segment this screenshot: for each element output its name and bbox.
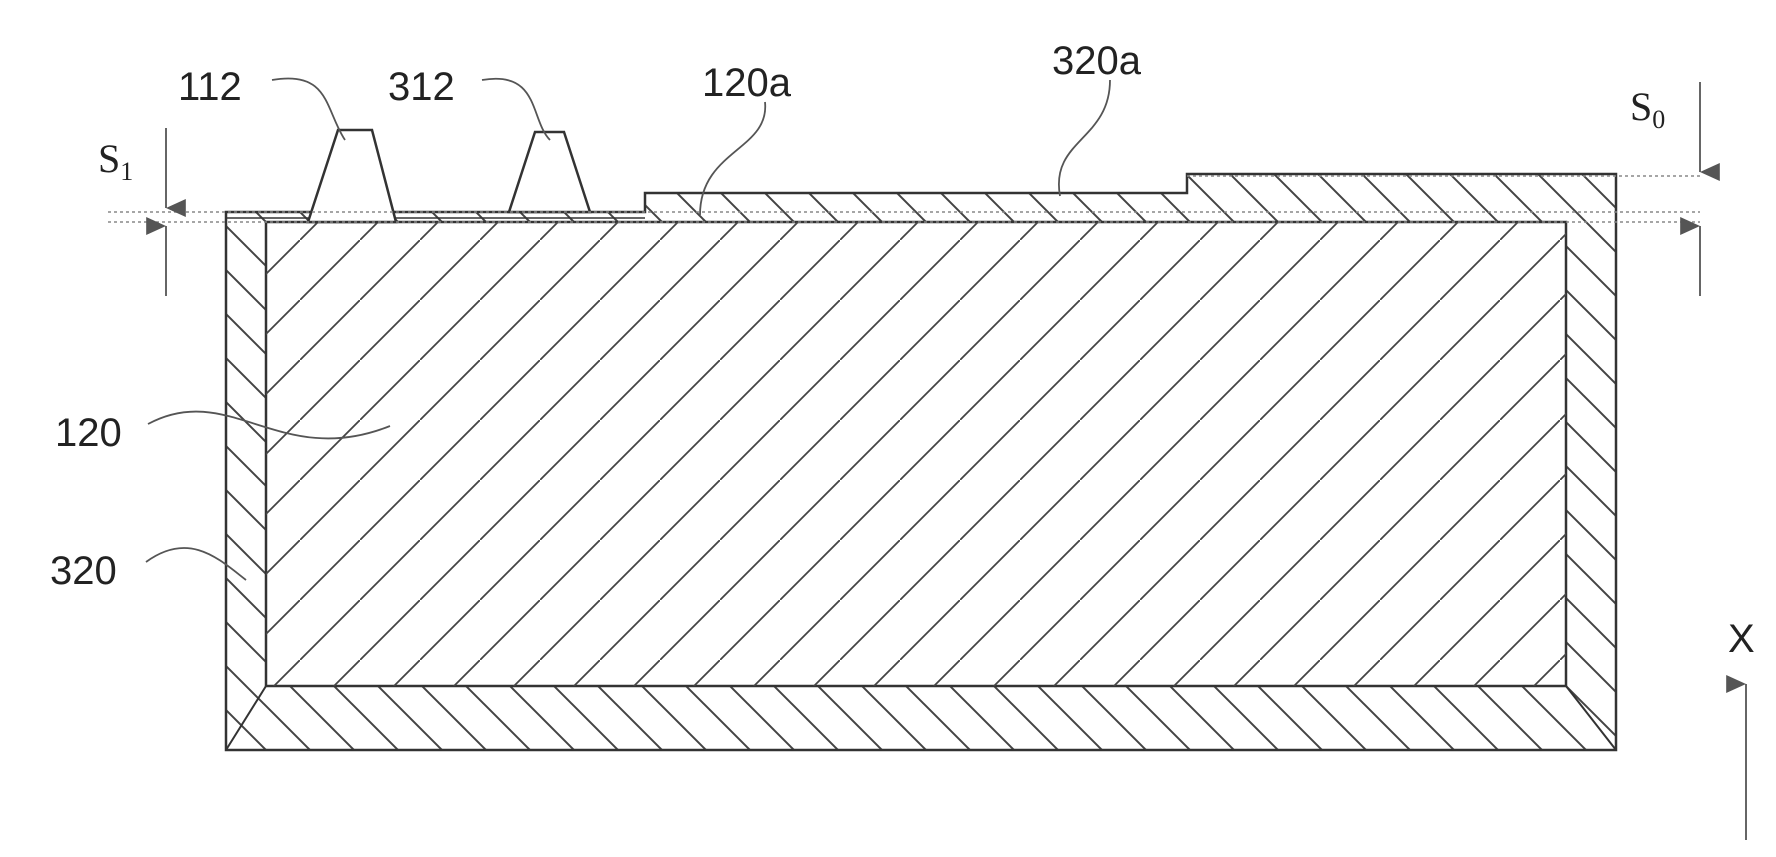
bump-112 bbox=[308, 130, 396, 222]
leader-112 bbox=[272, 78, 345, 140]
label-312: 312 bbox=[388, 65, 455, 109]
body-120 bbox=[226, 222, 1616, 750]
label-320: 320 bbox=[50, 549, 117, 593]
label-320a: 320a bbox=[1052, 39, 1142, 83]
label-s1: S1 bbox=[98, 136, 133, 186]
label-s0: S0 bbox=[1630, 84, 1665, 134]
label-x-axis: X bbox=[1728, 617, 1755, 661]
leader-320a bbox=[1059, 80, 1110, 196]
bump-312 bbox=[509, 132, 590, 212]
label-112: 112 bbox=[178, 65, 242, 109]
label-120a: 120a bbox=[702, 61, 792, 105]
label-120: 120 bbox=[55, 411, 122, 455]
